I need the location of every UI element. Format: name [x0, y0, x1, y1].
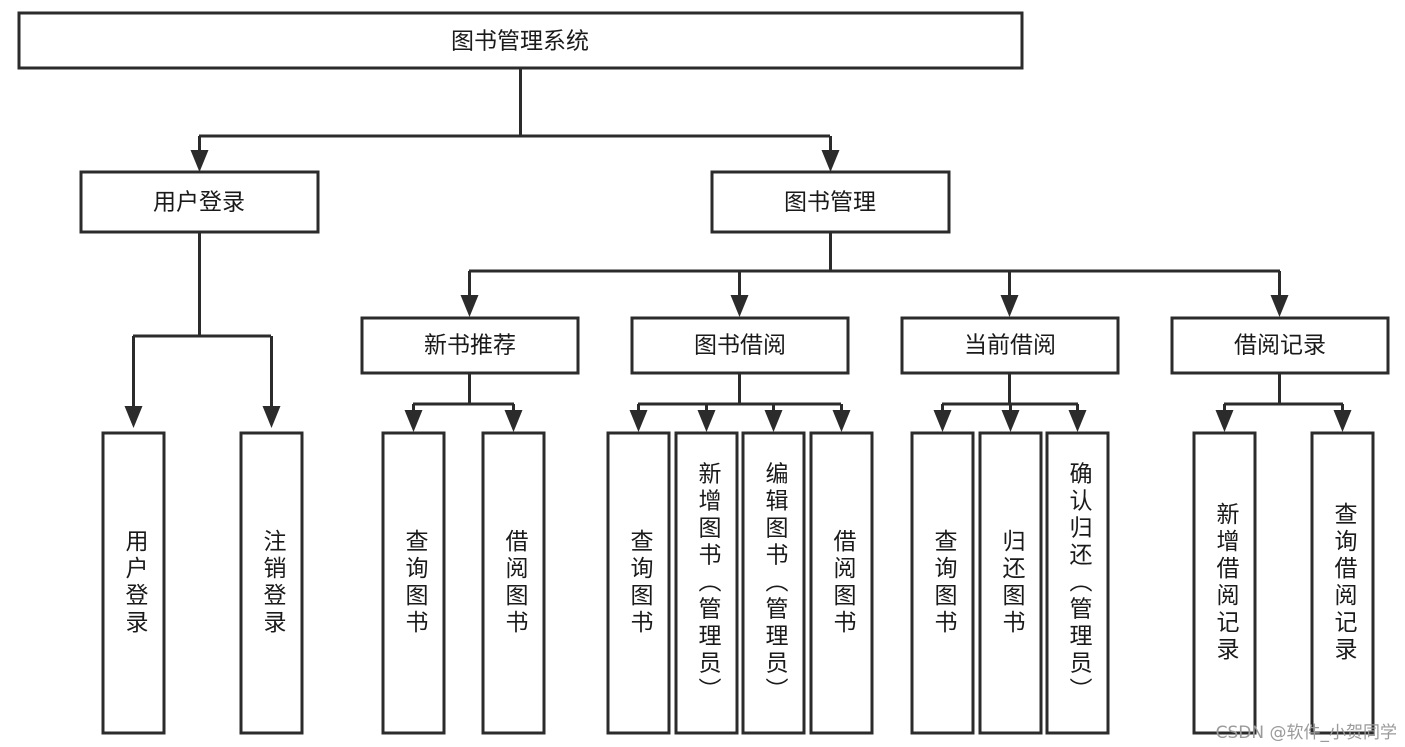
arrow-to-book-manage: [821, 150, 840, 172]
arrow-leaf-confirm-return: [1068, 410, 1087, 432]
leaf-logout[interactable]: 注销登录: [239, 431, 304, 735]
node-user-login-label: 用户登录: [153, 190, 245, 216]
node-current-borrow-label: 当前借阅: [964, 333, 1056, 359]
arrow-leaf-query-record: [1333, 410, 1352, 432]
leaf-query-record-label: 查询借阅记录: [1330, 502, 1358, 664]
leaf-query-book-1-box[interactable]: [381, 431, 446, 735]
node-current-borrow-box[interactable]: [900, 316, 1120, 375]
leaf-confirm-return-label: 确认归还（管理员）: [1065, 462, 1093, 705]
arrow-leaf-user-login: [124, 406, 143, 428]
arrow-leaf-query-book-3: [933, 410, 952, 432]
leaf-return-book-label: 归还图书: [998, 529, 1026, 637]
leaf-add-book-label: 新增图书（管理员）: [694, 462, 722, 705]
arrow-leaf-query-book-1: [404, 410, 423, 432]
node-book-manage-label: 图书管理: [784, 190, 876, 216]
arrow-leaf-logout: [262, 406, 281, 428]
node-book-borrow[interactable]: 图书借阅: [630, 316, 850, 375]
arrow-leaf-return-book: [1001, 410, 1020, 432]
node-new-book-recommend-box[interactable]: [360, 316, 580, 375]
leaf-query-book-2-label: 查询图书: [626, 529, 654, 637]
node-root-box[interactable]: [17, 11, 1024, 70]
arrow-to-book-borrow: [730, 295, 749, 317]
leaf-query-book-3[interactable]: 查询图书: [910, 431, 975, 735]
arrow-leaf-edit-book: [764, 410, 783, 432]
leaf-borrow-book-1-label: 借阅图书: [501, 529, 529, 637]
leaf-edit-book-label: 编辑图书（管理员）: [761, 462, 789, 705]
leaf-add-book-box[interactable]: [674, 431, 739, 735]
leaf-query-record-box[interactable]: [1310, 431, 1375, 735]
leaf-edit-book[interactable]: 编辑图书（管理员）: [741, 431, 806, 735]
leaf-edit-book-box[interactable]: [741, 431, 806, 735]
node-book-borrow-box[interactable]: [630, 316, 850, 375]
node-book-borrow-label: 图书借阅: [694, 333, 786, 359]
arrow-to-new-book-recommend: [460, 295, 479, 317]
leaf-return-book-box[interactable]: [978, 431, 1043, 735]
node-book-manage-box[interactable]: [710, 170, 951, 234]
node-borrow-record[interactable]: 借阅记录: [1170, 316, 1390, 375]
arrow-to-current-borrow: [1000, 295, 1019, 317]
leaf-query-book-3-box[interactable]: [910, 431, 975, 735]
leaf-user-login-box[interactable]: [101, 431, 166, 735]
arrow-to-user-login: [190, 150, 209, 172]
leaf-user-login[interactable]: 用户登录: [101, 431, 166, 735]
leaf-query-record[interactable]: 查询借阅记录: [1310, 431, 1375, 735]
node-current-borrow[interactable]: 当前借阅: [900, 316, 1120, 375]
leaf-confirm-return[interactable]: 确认归还（管理员）: [1045, 431, 1110, 735]
leaf-borrow-book-2-box[interactable]: [809, 431, 874, 735]
leaf-add-record-label: 新增借阅记录: [1212, 502, 1240, 664]
node-new-book-recommend[interactable]: 新书推荐: [360, 316, 580, 375]
leaf-confirm-return-box[interactable]: [1045, 431, 1110, 735]
leaf-user-login-label: 用户登录: [121, 529, 149, 637]
node-user-login[interactable]: 用户登录: [79, 170, 320, 234]
leaf-query-book-2[interactable]: 查询图书: [606, 431, 671, 735]
node-user-login-box[interactable]: [79, 170, 320, 234]
node-root-label: 图书管理系统: [451, 29, 589, 55]
arrow-to-borrow-record: [1270, 295, 1289, 317]
leaf-query-book-1-label: 查询图书: [401, 529, 429, 637]
leaf-return-book[interactable]: 归还图书: [978, 431, 1043, 735]
leaf-query-book-1[interactable]: 查询图书: [381, 431, 446, 735]
leaf-query-book-3-label: 查询图书: [930, 529, 958, 637]
leaf-logout-label: 注销登录: [259, 529, 287, 637]
leaf-add-record-box[interactable]: [1192, 431, 1257, 735]
leaf-add-book[interactable]: 新增图书（管理员）: [674, 431, 739, 735]
node-root[interactable]: 图书管理系统: [17, 11, 1024, 70]
arrow-leaf-query-book-2: [629, 410, 648, 432]
arrow-leaf-borrow-book-2: [832, 410, 851, 432]
leaf-logout-box[interactable]: [239, 431, 304, 735]
connector-layer: [124, 68, 1352, 432]
node-borrow-record-box[interactable]: [1170, 316, 1390, 375]
node-new-book-recommend-label: 新书推荐: [424, 333, 516, 359]
leaf-borrow-book-1[interactable]: 借阅图书: [481, 431, 546, 735]
node-borrow-record-label: 借阅记录: [1234, 333, 1326, 359]
leaf-borrow-book-1-box[interactable]: [481, 431, 546, 735]
arrow-leaf-add-record: [1215, 410, 1234, 432]
leaf-borrow-book-2[interactable]: 借阅图书: [809, 431, 874, 735]
leaf-query-book-2-box[interactable]: [606, 431, 671, 735]
arrow-leaf-add-book: [697, 410, 716, 432]
node-book-manage[interactable]: 图书管理: [710, 170, 951, 234]
leaf-borrow-book-2-label: 借阅图书: [829, 529, 857, 637]
leaf-add-record[interactable]: 新增借阅记录: [1192, 431, 1257, 735]
arrow-leaf-borrow-book-1: [504, 410, 523, 432]
